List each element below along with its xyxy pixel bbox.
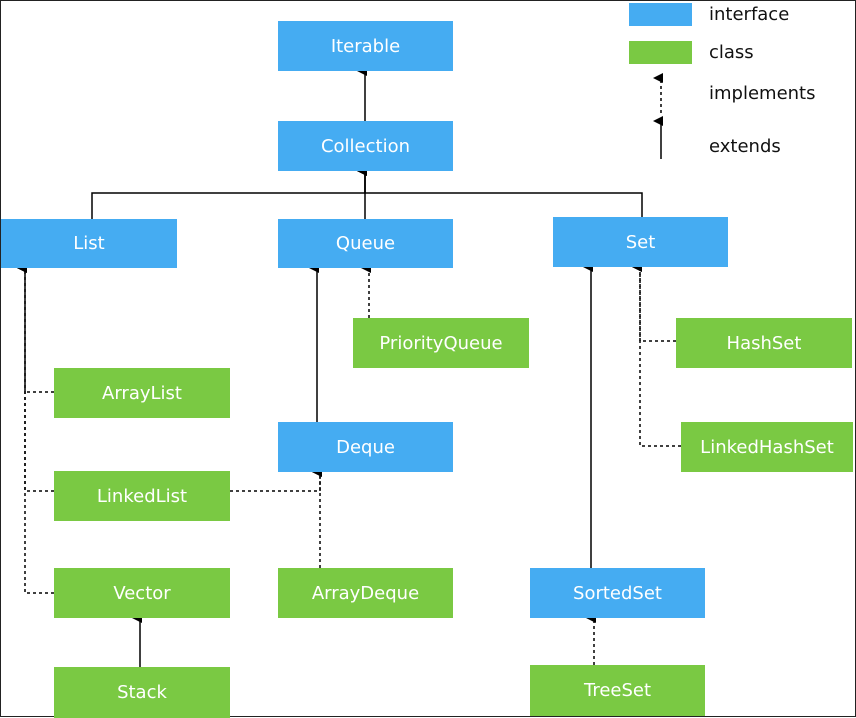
relation-vector-to-list [17, 263, 54, 594]
node-linked-hash-set: LinkedHashSet [681, 422, 853, 472]
legend-interface-label: interface [709, 4, 790, 25]
node-tree-set: TreeSet [530, 665, 705, 716]
node-list: List [1, 219, 177, 268]
node-priority-queue: PriorityQueue [353, 318, 529, 368]
node-sorted-set: SortedSet [530, 568, 705, 618]
node-queue: Queue [278, 219, 453, 268]
legend-implements-label: implements [709, 83, 816, 104]
node-iterable: Iterable [278, 21, 453, 71]
node-hash-set: HashSet [676, 318, 852, 368]
node-stack: Stack [54, 667, 230, 718]
node-collection: Collection [278, 121, 453, 171]
node-linked-list: LinkedList [54, 471, 230, 521]
relation-linked_list-to-list [17, 263, 54, 492]
legend-class-label: class [709, 42, 754, 63]
relation-linked_hash_set-to-set [632, 262, 681, 447]
relation-array_list-to-list [17, 263, 54, 393]
legend-class-swatch [629, 41, 692, 64]
legend-extends-label: extends [709, 136, 781, 157]
relation-set-to-collection [357, 166, 643, 217]
node-array-list: ArrayList [54, 368, 230, 418]
relation-linked_list-to-deque [230, 467, 322, 492]
legend-interface-swatch [629, 3, 692, 26]
node-array-deque: ArrayDeque [278, 568, 453, 618]
node-deque: Deque [278, 422, 453, 472]
relation-list-to-collection [91, 166, 367, 219]
node-set: Set [553, 217, 728, 267]
node-vector: Vector [54, 568, 230, 618]
relation-hash_set-to-set [632, 262, 676, 342]
